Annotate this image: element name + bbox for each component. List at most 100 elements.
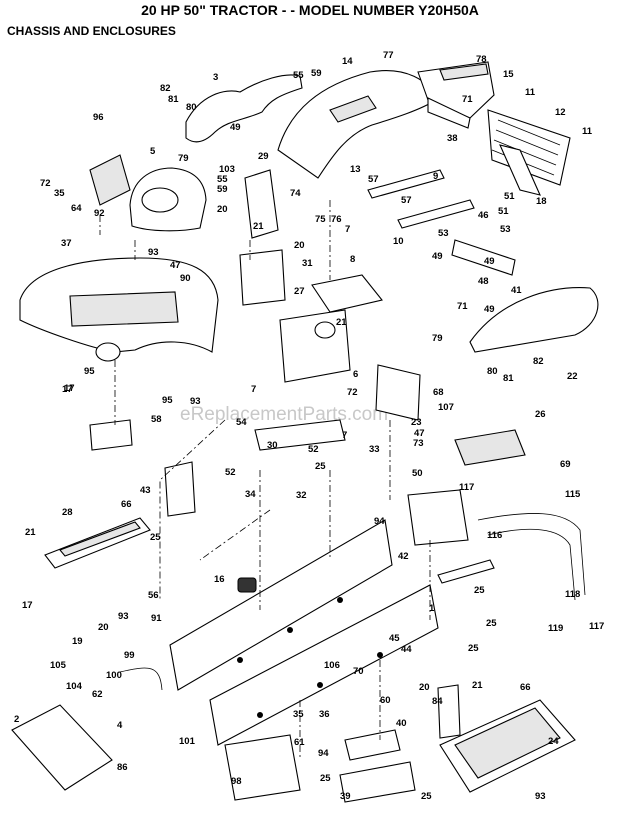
callout-label: 71 xyxy=(457,301,468,312)
callout-label: 84 xyxy=(432,696,443,707)
callout-label: 68 xyxy=(433,387,444,398)
callout-label: 49 xyxy=(432,251,443,262)
watermark: eReplacementParts.com xyxy=(180,404,388,425)
section-title: CHASSIS AND ENCLOSURES xyxy=(7,24,176,38)
callout-label: 2 xyxy=(14,714,19,725)
callout-label: 72 xyxy=(40,178,51,189)
callout-label: 69 xyxy=(560,459,571,470)
deflector-69 xyxy=(454,429,526,466)
callout-label: 46 xyxy=(478,210,489,221)
callout-label: 82 xyxy=(160,83,171,94)
callout-label: 66 xyxy=(121,499,132,510)
callout-label: 78 xyxy=(476,54,487,65)
plate-2 xyxy=(11,704,113,791)
callout-label: 99 xyxy=(124,650,135,661)
bracket-43 xyxy=(164,461,196,517)
callout-label: 101 xyxy=(179,736,196,747)
rod-99 xyxy=(119,667,163,691)
callout-label: 73 xyxy=(413,438,424,449)
bumper-tube xyxy=(477,513,586,601)
callout-label: 54 xyxy=(236,417,247,428)
callout-label: 22 xyxy=(567,371,578,382)
callout-label: 27 xyxy=(294,286,305,297)
callout-label: 80 xyxy=(487,366,498,377)
callout-label: 117 xyxy=(459,482,474,493)
callout-label: 103 xyxy=(219,164,235,175)
callout-label: 105 xyxy=(50,660,67,671)
callout-label: 70 xyxy=(353,666,364,677)
callout-label: 72 xyxy=(347,387,358,398)
callout-label: 21 xyxy=(336,317,347,328)
callout-label: 28 xyxy=(62,507,73,518)
callout-label: 49 xyxy=(484,304,495,315)
callout-label: 38 xyxy=(447,133,458,144)
callout-label: 20 xyxy=(419,682,430,693)
callout-label: 20 xyxy=(217,204,228,215)
callout-label: 119 xyxy=(548,623,563,634)
callout-label: 74 xyxy=(290,188,301,199)
bar-116 xyxy=(437,559,495,584)
callout-label: 20 xyxy=(98,622,109,633)
callout-label: 12 xyxy=(555,107,566,118)
callout-label: 93 xyxy=(190,396,201,407)
callout-label: 21 xyxy=(25,527,36,538)
callout-label: 118 xyxy=(565,589,580,600)
callout-label: 34 xyxy=(245,489,256,500)
callout-label: 52 xyxy=(308,444,319,455)
part-drawings xyxy=(11,61,599,803)
callout-label: 107 xyxy=(438,402,454,413)
callout-label: 7 xyxy=(345,224,350,235)
support-29 xyxy=(244,169,279,239)
fender-37-inset xyxy=(69,291,179,327)
callout-label: 90 xyxy=(180,273,191,284)
callout-label: 21 xyxy=(472,680,483,691)
callout-label: 45 xyxy=(389,633,400,644)
bracket-38 xyxy=(427,97,471,129)
callout-label: 80 xyxy=(186,102,197,113)
callout-label: 17 xyxy=(22,600,33,611)
callout-label: 55 xyxy=(293,70,304,81)
callout-label: 49 xyxy=(484,256,495,267)
callout-label: 60 xyxy=(380,695,391,706)
callout-label: 50 xyxy=(412,468,423,479)
callout-label: 76 xyxy=(331,214,342,225)
callout-label: 100 xyxy=(106,670,122,681)
callout-label: 71 xyxy=(462,94,473,105)
callout-label: 19 xyxy=(72,636,83,647)
bracket-8 xyxy=(311,274,383,313)
callout-label: 93 xyxy=(118,611,129,622)
callout-label: 11 xyxy=(582,126,593,137)
callout-label: 16 xyxy=(214,574,225,585)
callout-label: 57 xyxy=(368,174,379,185)
bracket-10 xyxy=(397,199,475,229)
callout-label: 43 xyxy=(140,485,151,496)
callout-label: 79 xyxy=(432,333,443,344)
main-frame xyxy=(169,519,393,691)
bracket-39 xyxy=(339,761,416,803)
callout-label: 35 xyxy=(293,709,304,720)
callout-label: 95 xyxy=(84,366,95,377)
callout-label: 77 xyxy=(383,50,394,61)
callout-label: 52 xyxy=(225,467,236,478)
callout-label: 47 xyxy=(170,260,181,271)
callout-label: 15 xyxy=(503,69,514,80)
callout-label: 33 xyxy=(369,444,380,455)
callout-label: 25 xyxy=(486,618,497,629)
callout-label: 92 xyxy=(94,208,105,219)
callout-label: 44 xyxy=(401,644,412,655)
callout-label: 25 xyxy=(474,585,485,596)
callout-label: 66 xyxy=(520,682,531,693)
callout-label: 8 xyxy=(350,254,355,265)
callout-label: 47 xyxy=(414,428,425,439)
callout-label: 49 xyxy=(230,122,241,133)
callout-label: 53 xyxy=(438,228,449,239)
callout-label: 9 xyxy=(433,171,438,182)
diagram-title: 20 HP 50" TRACTOR - - MODEL NUMBER Y20H5… xyxy=(141,2,479,18)
callout-label: 14 xyxy=(342,56,353,67)
bracket-41 xyxy=(451,239,516,276)
callout-label: 30 xyxy=(267,440,278,451)
callout-label: 29 xyxy=(258,151,269,162)
callout-label: 5 xyxy=(150,146,156,157)
